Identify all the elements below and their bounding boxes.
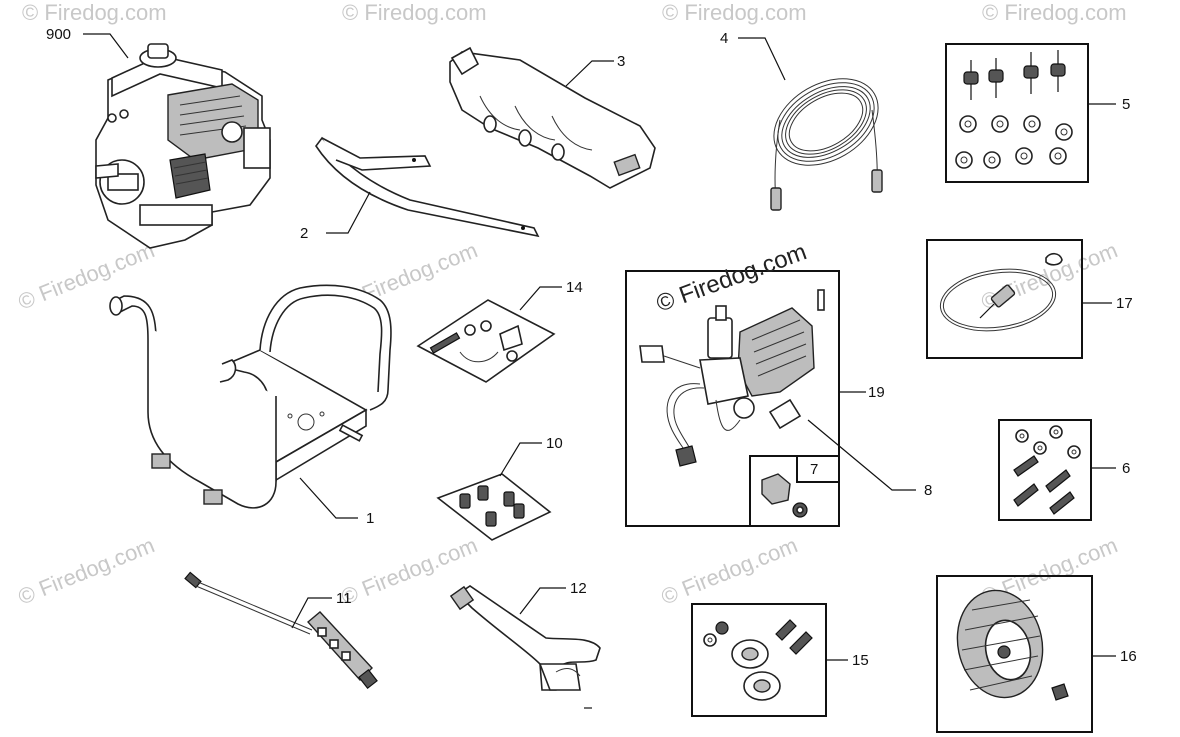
part-fitting[interactable] xyxy=(749,455,840,527)
callout-label-11: 11 xyxy=(336,590,352,607)
callout-label-8: 8 xyxy=(924,482,932,499)
watermark-text: © Firedog.com xyxy=(15,532,158,609)
callout-label-2: 2 xyxy=(300,225,308,242)
callout-label-3: 3 xyxy=(617,53,625,70)
callout-label-10: 10 xyxy=(546,435,563,452)
part-frame[interactable] xyxy=(109,284,392,509)
callout-label-17: 17 xyxy=(1116,295,1133,312)
callout-label-900: 900 xyxy=(46,26,71,43)
part-wheel[interactable] xyxy=(936,575,1093,733)
watermark-text: © Firedog.com xyxy=(342,0,487,25)
callout-label-1: 1 xyxy=(366,510,374,527)
callout-labels: 900 3 4 5 2 17 14 19 1 10 7 8 6 11 12 15… xyxy=(46,26,1137,669)
part-handle-bar[interactable] xyxy=(315,136,540,238)
watermark-text: © Firedog.com xyxy=(22,0,167,25)
flange-nuts xyxy=(955,115,1073,169)
callout-label-12: 12 xyxy=(570,580,587,597)
callout-label-6: 6 xyxy=(1122,460,1130,477)
part-axle-hardware-kit[interactable] xyxy=(691,603,827,717)
callout-label-19: 19 xyxy=(868,384,885,401)
leader-lines xyxy=(83,33,1116,661)
part-hardware-bag[interactable] xyxy=(416,299,556,383)
mount-studs xyxy=(963,50,1066,100)
watermark-text: © Firedog.com xyxy=(662,0,807,25)
callout-label-16: 16 xyxy=(1120,648,1137,665)
part-spray-gun[interactable] xyxy=(449,585,601,709)
callout-label-7: 7 xyxy=(810,461,818,478)
watermark-text: © Firedog.com xyxy=(658,532,801,609)
part-engine[interactable] xyxy=(95,43,271,249)
watermark-main: © Firedog.com xyxy=(653,238,810,317)
callout-label-14: 14 xyxy=(566,279,583,296)
part-hose[interactable] xyxy=(759,61,894,211)
watermark-text: © Firedog.com xyxy=(982,0,1127,25)
part-nozzle-kit[interactable] xyxy=(436,473,552,541)
part-vibration-mount-kit[interactable] xyxy=(945,43,1089,183)
callout-label-4: 4 xyxy=(720,30,728,47)
part-screw-washer-kit[interactable] xyxy=(998,419,1092,521)
callout-label-15: 15 xyxy=(852,652,869,669)
part-detergent-tube-kit[interactable] xyxy=(926,239,1083,359)
callout-label-5: 5 xyxy=(1122,96,1130,113)
part-wand[interactable] xyxy=(184,571,378,690)
part-shroud[interactable] xyxy=(449,46,656,189)
